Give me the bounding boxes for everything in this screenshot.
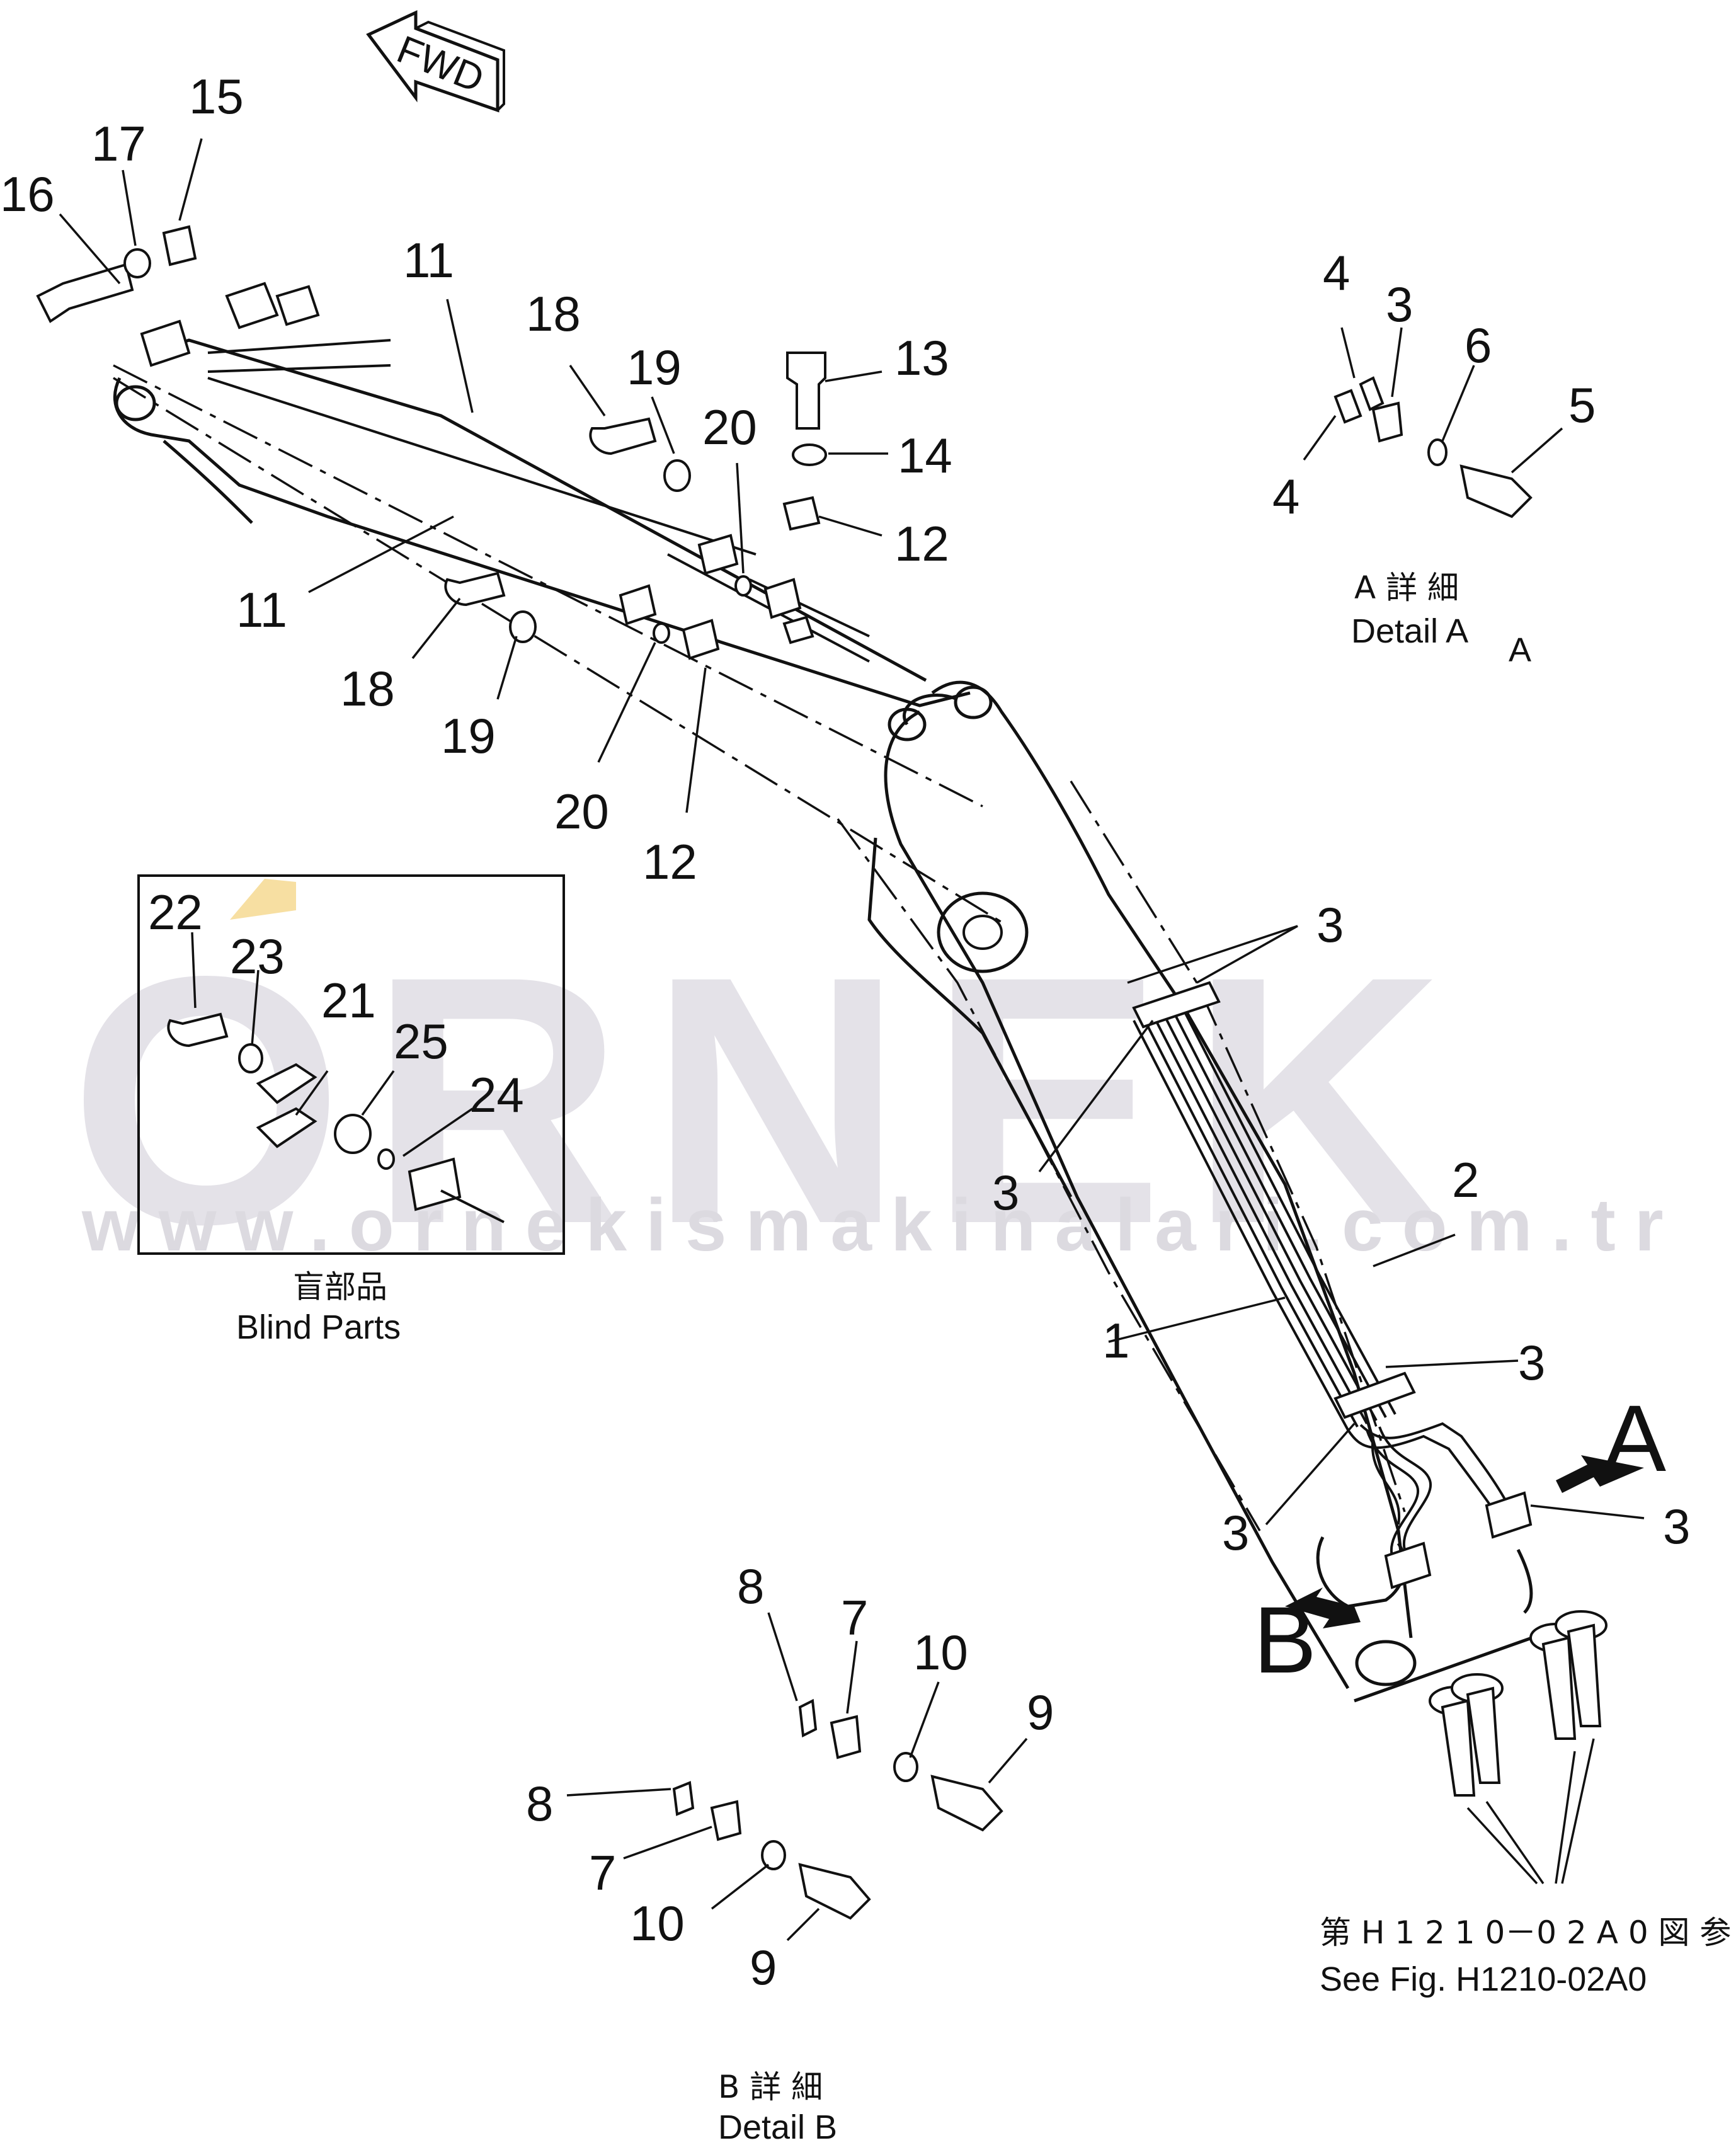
callout-12: 12 xyxy=(642,834,697,889)
blind-parts-inset xyxy=(137,874,565,1255)
callout-4: 4 xyxy=(1272,469,1299,524)
callout-15: 15 xyxy=(189,69,244,124)
callout-2: 2 xyxy=(1452,1152,1479,1208)
callout-16: 16 xyxy=(0,166,55,222)
callout-17: 17 xyxy=(91,116,146,171)
detail-a-caption-en: Detail A xyxy=(1351,612,1468,650)
callout-3: 3 xyxy=(1386,277,1413,332)
reference-jp: 第 H 1 2 1 0－0 2 A 0 図 参 照 xyxy=(1320,1914,1736,1951)
fwd-arrow-tag: FWD xyxy=(366,10,505,113)
callout-9: 9 xyxy=(750,1940,777,1995)
hose-fittings xyxy=(1429,1610,1608,1885)
hose-bundle xyxy=(1132,981,1533,1589)
callout-3: 3 xyxy=(1663,1499,1690,1554)
callout-6: 6 xyxy=(1465,317,1492,373)
watermark: ORNEK www.ornekismakinalari.com.tr xyxy=(69,903,1664,1297)
callout-3: 3 xyxy=(1316,897,1344,952)
blind-parts-caption-jp: 盲部品 xyxy=(293,1269,387,1305)
callout-18: 18 xyxy=(526,286,581,341)
highlight-mark xyxy=(230,879,296,920)
callout-8: 8 xyxy=(526,1776,553,1831)
callout-5: 5 xyxy=(1568,377,1596,433)
callout-21: 21 xyxy=(321,973,376,1028)
callout-7: 7 xyxy=(841,1590,868,1645)
detail-a-caption-jp: A 詳 細 xyxy=(1354,569,1459,606)
callout-20: 20 xyxy=(554,784,609,839)
callout-1: 1 xyxy=(1102,1313,1129,1368)
detail-a-arrow-letter: A xyxy=(1603,1385,1666,1491)
detail-b-caption-en: Detail B xyxy=(718,2108,837,2146)
callout-10: 10 xyxy=(630,1896,685,1951)
boom-assembly xyxy=(837,680,1550,1703)
callout-4: 4 xyxy=(1323,245,1350,300)
arm-piping xyxy=(140,282,870,663)
callout-23: 23 xyxy=(230,929,285,984)
callout-13: 13 xyxy=(894,330,949,386)
captions: A B A 詳 細 Detail A A B 詳 細 Detail B 盲部品 … xyxy=(236,569,1736,2146)
bolts-and-washers xyxy=(36,225,1533,1920)
callout-20: 20 xyxy=(702,399,757,455)
detail-b-arrow-letter: B xyxy=(1253,1587,1316,1693)
callout-11: 11 xyxy=(236,582,287,638)
callout-14: 14 xyxy=(898,428,952,483)
callout-12: 12 xyxy=(894,516,949,571)
detail-arrows xyxy=(1285,1455,1644,1628)
callout-3: 3 xyxy=(1518,1335,1545,1390)
callout-10: 10 xyxy=(913,1625,968,1680)
callout-19: 19 xyxy=(627,340,682,395)
callout-11: 11 xyxy=(403,232,454,288)
detail-b-caption-jp: B 詳 細 xyxy=(718,2069,823,2105)
callout-8: 8 xyxy=(737,1558,764,1614)
watermark-brand: ORNEK xyxy=(69,903,1469,1297)
callout-9: 9 xyxy=(1027,1684,1054,1740)
callout-18: 18 xyxy=(340,661,395,716)
callout-22: 22 xyxy=(148,884,203,940)
callout-25: 25 xyxy=(394,1014,448,1069)
callout-3: 3 xyxy=(992,1165,1019,1220)
reference-en: See Fig. H1210-02A0 xyxy=(1320,1960,1647,1998)
callout-labels: 1 2 3 3 3 3 3 3 4 4 5 6 7 7 8 8 9 9 10 1… xyxy=(0,69,1690,1995)
callout-24: 24 xyxy=(469,1067,524,1123)
detail-a-faint-mark: A xyxy=(1509,631,1531,669)
callout-3: 3 xyxy=(1222,1505,1249,1560)
leader-lines xyxy=(59,138,1645,1941)
blind-parts-caption-en: Blind Parts xyxy=(236,1308,401,1346)
callout-7: 7 xyxy=(589,1845,616,1901)
callout-19: 19 xyxy=(441,708,496,763)
